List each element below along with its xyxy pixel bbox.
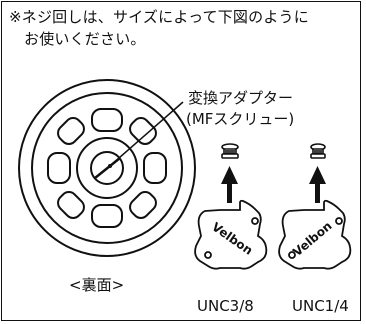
screw-icon-right [310, 143, 326, 159]
note-line-2: お使いください。 [24, 30, 146, 48]
tripod-base-back [18, 79, 196, 257]
border [1, 1, 361, 321]
base-outer-ring [18, 79, 196, 257]
arrow-up-icon-left [221, 166, 238, 203]
base-pads [47, 108, 167, 228]
plate-tool-right [278, 199, 352, 270]
arrow-up-icon-right [309, 166, 326, 203]
back-label: <裏面> [69, 276, 125, 294]
base-center-ring [76, 137, 138, 199]
screw-label-left: UNC3/8 [197, 297, 254, 315]
adapter-sub: (MFスクリュー) [186, 110, 295, 128]
plate-tool-left [194, 199, 268, 270]
screw-label-right: UNC1/4 [292, 297, 349, 315]
note-line-1: ※ネジ回しは、サイズによって下図のように [9, 8, 309, 26]
instruction-note: ※ネジ回しは、サイズによって下図のように お使いください。 [9, 6, 364, 50]
base-rim [31, 92, 183, 244]
adapter-head [90, 151, 124, 185]
leader-dot [108, 164, 112, 168]
leader-line [110, 101, 184, 166]
screw-icon-left [221, 143, 239, 159]
adapter-name: 変換アダプター [188, 89, 294, 107]
